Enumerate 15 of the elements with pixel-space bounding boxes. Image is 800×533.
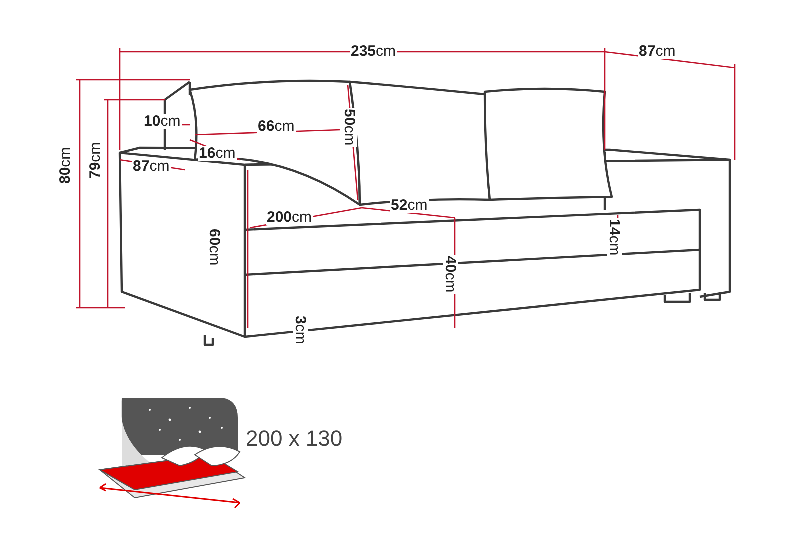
dimension-label: 52cm — [390, 198, 429, 213]
dimension-label: 66cm — [257, 119, 296, 134]
dimension-label: 14cm — [607, 218, 622, 257]
dimension-label: 60cm — [207, 228, 222, 267]
dimension-label: 200cm — [266, 210, 314, 225]
dimension-label: 16cm — [198, 146, 237, 161]
dimension-label: 50cm — [342, 108, 357, 147]
dimension-label: 3cm — [293, 315, 308, 346]
dimension-label: 87cm — [638, 44, 677, 59]
dimension-label: 10cm — [143, 114, 182, 129]
dimension-label: 40cm — [443, 255, 458, 294]
dimension-label: 79cm — [88, 141, 103, 180]
dimension-label: 87cm — [132, 159, 171, 174]
dimension-label: 235cm — [350, 44, 398, 59]
dimension-label: 80cm — [58, 146, 73, 185]
